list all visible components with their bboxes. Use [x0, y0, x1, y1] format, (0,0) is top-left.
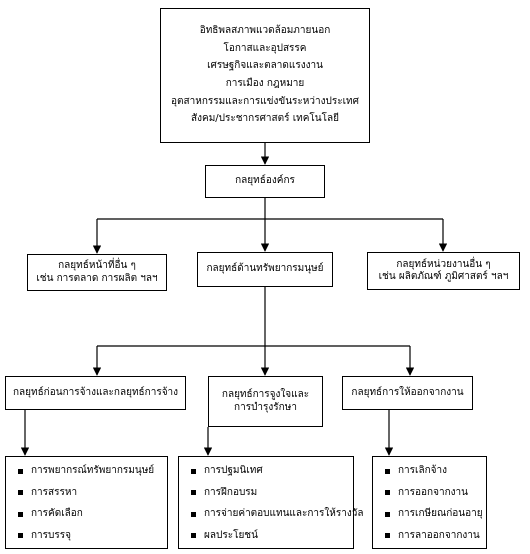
list-item: การคัดเลือก [18, 508, 161, 521]
functional-strategy-line: กลยุทธ์หน้าที่อื่น ๆ [58, 260, 136, 271]
list-item: การออกจากงาน [385, 487, 480, 500]
bullet-icon [385, 468, 390, 474]
organization-strategy-label: กลยุทธ์องค์กร [235, 175, 295, 187]
list-item-label: การคัดเลือก [31, 508, 83, 519]
list-item: การเกษียณก่อนอายุ [385, 508, 483, 521]
unit-strategy-line: เช่น ผลิตภัณฑ์ ภูมิศาสตร์ ฯลฯ [378, 271, 509, 282]
pre-hire-strategy-label: กลยุทธ์ก่อนการจ้างและกลยุทธ์การจ้าง [12, 386, 179, 398]
environment-line: อิทธิพลสภาพแวดล้อมภายนอก [199, 25, 331, 37]
bullet-icon [385, 533, 390, 539]
bullet-icon [18, 468, 23, 474]
motivation-strategy-line: กลยุทธ์การจูงใจและ [221, 389, 310, 400]
list-item: การลาออกจากงาน [385, 530, 480, 543]
unit-strategy-line: กลยุทธ์หน่วยงานอื่น ๆ [396, 258, 491, 270]
list-item: การบรรจุ [18, 530, 161, 543]
list-item-label: การลาออกจากงาน [398, 529, 480, 541]
bullet-icon [18, 533, 23, 539]
list-item: การพยากรณ์ทรัพยากรมนุษย์ [18, 465, 161, 478]
environment-line: อุตสาหกรรมและการแข่งขันระหว่างประเทศ [171, 95, 359, 107]
list-item: การเลิกจ้าง [385, 465, 480, 478]
list-item-label: การปฐมนิเทศ [204, 465, 263, 476]
list-item-label: การเกษียณก่อนอายุ [398, 508, 483, 519]
environment-line: โอกาสและอุปสรรค [223, 42, 307, 54]
bullet-icon [191, 490, 196, 496]
list-item-label: การออกจากงาน [398, 486, 468, 498]
functional-strategy-box: กลยุทธ์หน้าที่อื่น ๆ เช่น การตลาด การผลิ… [27, 254, 167, 291]
list-item-label: การฝึกอบรม [204, 486, 258, 498]
list-item: การจ่ายค่าตอบแทนและการให้รางวัล [191, 508, 363, 521]
bullet-icon [385, 511, 390, 517]
bullet-icon [191, 511, 196, 517]
list-item: ผลประโยชน์ [191, 530, 347, 543]
motivation-strategy-line: การบำรุงรักษา [234, 401, 297, 413]
bullet-icon [18, 511, 23, 517]
bullet-icon [191, 468, 196, 474]
environment-line: เศรษฐกิจและตลาดแรงงาน [207, 60, 323, 72]
list-item-label: ผลประโยชน์ [204, 529, 258, 541]
list-item: การฝึกอบรม [191, 487, 347, 500]
pre-hire-strategy-box: กลยุทธ์ก่อนการจ้างและกลยุทธ์การจ้าง [5, 376, 186, 410]
list-item-label: การสรรหา [31, 486, 78, 498]
list-item-label: การบรรจุ [31, 529, 71, 541]
bullet-icon [18, 490, 23, 496]
motivation-activities-list: การปฐมนิเทศ การฝึกอบรม การจ่ายค่าตอบแทนแ… [178, 456, 363, 549]
list-item: การสรรหา [18, 487, 161, 500]
environment-line: การเมือง กฎหมาย [225, 78, 305, 90]
exit-strategy-box: กลยุทธ์การให้ออกจากงาน [342, 376, 473, 410]
motivation-strategy-box: กลยุทธ์การจูงใจและ การบำรุงรักษา [208, 376, 323, 427]
functional-strategy-line: เช่น การตลาด การผลิต ฯลฯ [36, 272, 158, 284]
exit-activities-list: การเลิกจ้าง การออกจากงาน การเกษียณก่อนอา… [372, 456, 487, 549]
external-environment-box: อิทธิพลสภาพแวดล้อมภายนอก โอกาสและอุปสรรค… [160, 8, 370, 143]
hr-strategy-box: กลยุทธ์ด้านทรัพยากรมนุษย์ [197, 252, 333, 287]
bullet-icon [385, 490, 390, 496]
list-item-label: การจ่ายค่าตอบแทนและการให้รางวัล [204, 508, 364, 519]
exit-strategy-label: กลยุทธ์การให้ออกจากงาน [351, 386, 464, 398]
hr-strategy-label: กลยุทธ์ด้านทรัพยากรมนุษย์ [206, 263, 324, 275]
list-item-label: การเลิกจ้าง [398, 465, 447, 476]
list-item-label: การพยากรณ์ทรัพยากรมนุษย์ [31, 465, 155, 476]
unit-strategy-box: กลยุทธ์หน่วยงานอื่น ๆ เช่น ผลิตภัณฑ์ ภูม… [367, 252, 520, 290]
organization-strategy-box: กลยุทธ์องค์กร [205, 165, 325, 198]
hiring-activities-list: การพยากรณ์ทรัพยากรมนุษย์ การสรรหา การคัด… [5, 456, 168, 549]
environment-line: สังคม/ประชากรศาสตร์ เทคโนโลยี [191, 113, 339, 125]
bullet-icon [191, 533, 196, 539]
list-item: การปฐมนิเทศ [191, 465, 347, 478]
